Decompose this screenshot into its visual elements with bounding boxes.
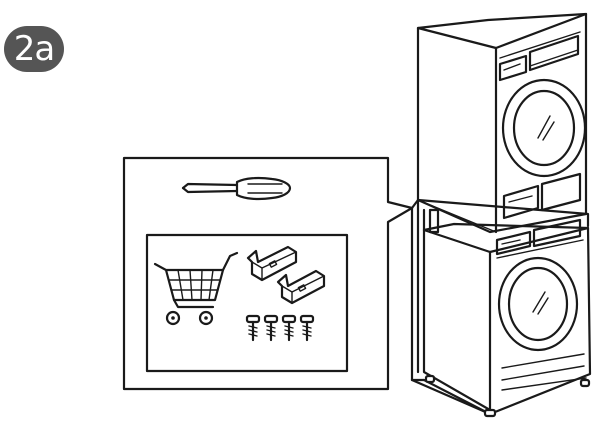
screwdriver-icon [181,176,292,201]
step-badge: 2a [4,26,64,72]
callout-bubble [122,156,414,391]
step-label: 2a [13,29,55,69]
washing-machine [422,218,592,418]
mounting-bracket-icon [246,245,326,305]
screw-icon [245,314,315,342]
shopping-cart-icon [153,251,239,326]
tumble-dryer [416,12,588,234]
parts-box [145,233,349,373]
